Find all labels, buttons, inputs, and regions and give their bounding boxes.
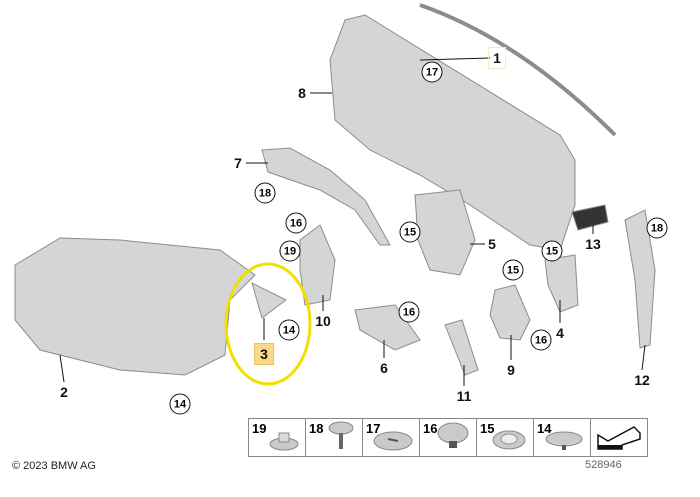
- callout-14: 14: [169, 393, 191, 415]
- callout-19: 19: [279, 240, 301, 262]
- label-6: 6: [380, 360, 388, 376]
- clip-pin-icon: [328, 421, 354, 449]
- nut-icon: [269, 432, 299, 451]
- speed-nut-icon: [492, 430, 526, 450]
- callout-15: 15: [399, 221, 421, 243]
- callout-18: 18: [646, 217, 668, 239]
- callout-15: 15: [502, 259, 524, 281]
- callout-16: 16: [398, 301, 420, 323]
- label-10: 10: [315, 313, 331, 329]
- fastener-cell-arrow: [591, 419, 647, 456]
- label-12: 12: [634, 372, 650, 388]
- part-3: [251, 282, 287, 319]
- rivet-clip-icon: [437, 422, 469, 448]
- fastener-parts-table: 19 18 17 16 15 14: [248, 418, 648, 457]
- direction-arrow-icon: [597, 426, 641, 450]
- label-13: 13: [585, 236, 601, 252]
- callout-16: 16: [530, 329, 552, 351]
- copyright: © 2023 BMW AG: [12, 460, 96, 472]
- callout-18: 18: [254, 182, 276, 204]
- label-9: 9: [507, 362, 515, 378]
- callout-15: 15: [541, 240, 563, 262]
- flat-screw-icon: [545, 431, 583, 450]
- label-5: 5: [488, 236, 496, 252]
- fastener-cell-17[interactable]: 17: [363, 419, 420, 456]
- label-2: 2: [60, 384, 68, 400]
- label-1: 1: [488, 47, 506, 69]
- diagram-number: 528946: [585, 459, 622, 471]
- label-3-highlighted[interactable]: 3: [254, 343, 274, 365]
- screw-icon: [373, 431, 413, 451]
- fastener-cell-14[interactable]: 14: [534, 419, 591, 456]
- label-11: 11: [456, 388, 472, 404]
- label-7: 7: [234, 155, 242, 171]
- fastener-cell-16[interactable]: 16: [420, 419, 477, 456]
- highlight-ellipse: [224, 262, 312, 386]
- callout-14: 14: [278, 319, 300, 341]
- fastener-cell-19[interactable]: 19: [249, 419, 306, 456]
- callout-17: 17: [421, 61, 443, 83]
- fastener-cell-18[interactable]: 18: [306, 419, 363, 456]
- part-bulkhead: [329, 14, 576, 251]
- part-insulation-2: [14, 237, 256, 376]
- label-8: 8: [298, 85, 306, 101]
- label-4: 4: [556, 325, 564, 341]
- callout-16: 16: [285, 212, 307, 234]
- fastener-cell-15[interactable]: 15: [477, 419, 534, 456]
